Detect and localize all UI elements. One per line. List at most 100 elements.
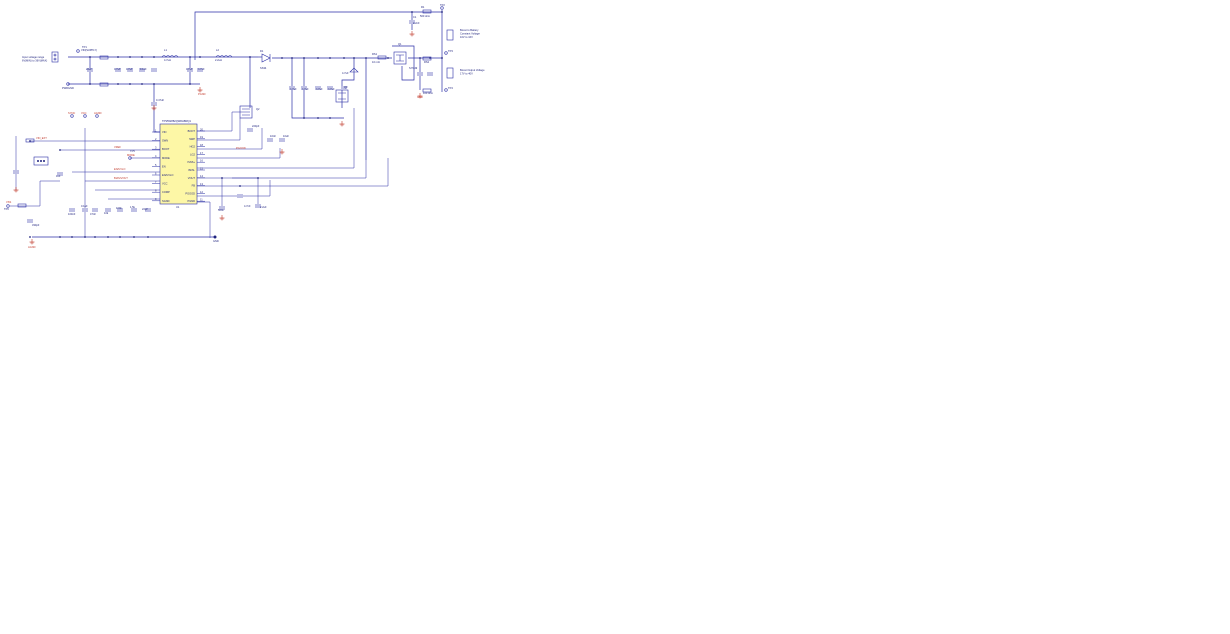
junction-dot: [117, 83, 119, 85]
capacitor: [417, 72, 423, 76]
component-value-label: 10nF: [270, 134, 276, 138]
ic-pin-right-number: 14: [200, 174, 203, 178]
test-point-gnd-right[interactable]: [444, 88, 448, 92]
val-c-out-5: 4.7uF: [342, 71, 349, 75]
ground-icon: [339, 121, 345, 127]
resistor-out-1: [422, 56, 432, 61]
component-value-label: 330pF: [32, 223, 40, 227]
capacitor: [409, 20, 415, 24]
capacitor-array: [13, 20, 433, 223]
chip-right-net-7: [197, 158, 389, 187]
component-value-label: 22pF: [142, 207, 148, 211]
test-point-pwrgnd[interactable]: [66, 82, 70, 86]
capacitor: [82, 208, 88, 212]
chip-right-net-3: [197, 128, 263, 150]
resistor-input-2: [99, 82, 109, 87]
output-connector-out[interactable]: [446, 67, 454, 79]
gnd-text-2: AGND: [28, 245, 36, 249]
component-value-label: 1uF: [56, 174, 61, 178]
ground-icon: [417, 93, 423, 99]
ref-c-top: C1: [413, 15, 417, 19]
output-connector-batt[interactable]: [446, 29, 454, 41]
resistor-top: [422, 9, 432, 14]
capacitor: [301, 86, 307, 90]
ref-rs1: RS1: [372, 52, 378, 56]
ic-pin-left-name: VIN: [162, 130, 166, 134]
junction-dot: [147, 236, 149, 238]
ic-pin-right-name: FB: [192, 184, 196, 188]
capacitor: [187, 68, 193, 72]
val-c-out-3: 4.7uF: [316, 87, 323, 91]
ref-r-top: R1: [421, 5, 425, 9]
ref-l2: L2: [216, 48, 219, 52]
component-value-label: 0.47uF: [156, 98, 164, 102]
tp-1: TP1: [82, 45, 87, 49]
test-point-vout[interactable]: [440, 6, 444, 10]
junction-dot: [441, 11, 443, 13]
test-point-agnd[interactable]: [95, 114, 99, 118]
chip-right-net-9: [197, 201, 211, 238]
controller-ic: TPS552882QWRHBRQ1 U1: [159, 119, 198, 209]
ic-pin-right-name: SWP: [189, 137, 195, 141]
junction-dot: [29, 140, 31, 142]
capacitor: [105, 208, 111, 212]
en-uvlo-label: EN/UVLO: [114, 167, 125, 171]
pgood-trace: [232, 177, 259, 206]
junction-dot: [189, 83, 191, 85]
junction-dot: [94, 236, 96, 238]
input-range-line2: 6V(MIN) to 36V(MAX): [22, 59, 47, 63]
junction-dot: [365, 57, 367, 59]
val-r-in-1: 22uF: [86, 67, 92, 71]
tp-3: TP3: [448, 49, 453, 53]
ic-pin-right-name: PGND: [188, 199, 196, 203]
test-point-en[interactable]: [6, 204, 10, 208]
test-point-mode[interactable]: [128, 156, 132, 160]
ic-pin-right-name: HG2: [190, 145, 196, 149]
capacitor: [92, 208, 98, 212]
junction-dot: [119, 236, 121, 238]
vin-supply-label: VIN(SUPPLY): [81, 48, 97, 52]
test-point-sync[interactable]: [70, 114, 74, 118]
ic-pin-left-name: MODE: [162, 156, 170, 160]
junction-dot: [129, 83, 131, 85]
gnd-text-1: PGND: [198, 92, 206, 96]
capacitor: [427, 72, 433, 76]
tp-5: TP5: [130, 149, 135, 153]
tp-4: TP4: [448, 86, 453, 90]
junction-dot: [221, 177, 223, 179]
junction-dot: [141, 83, 143, 85]
input-range-line1: Input voltage range: [22, 55, 45, 59]
input-connector[interactable]: [51, 51, 59, 63]
feedback-trace-top: [194, 11, 442, 60]
chip-right-net-2: [197, 118, 241, 141]
chip-right-net-8: [197, 180, 271, 197]
junction-dot: [129, 56, 131, 58]
chip-right-net-4: [197, 148, 281, 159]
test-point-gnd-bottom[interactable]: [213, 235, 217, 239]
val-q1: SI7149: [409, 66, 418, 70]
zener-diode: [349, 67, 359, 73]
junction-dot: [353, 57, 355, 59]
capacitor: [87, 68, 93, 72]
junction-dot: [84, 236, 86, 238]
out-line1: Boost Output Voltage: [460, 68, 485, 72]
ic-pin-left-name: SWN: [162, 139, 168, 143]
junction-dot: [199, 56, 201, 58]
chip-right-net-1: [197, 111, 250, 132]
val-c-out-4: 4.7uF: [328, 87, 335, 91]
q-gate-loop: [392, 45, 415, 81]
test-point-vcc[interactable]: [83, 114, 87, 118]
test-point-vin[interactable]: [76, 49, 80, 53]
sync-label: SYNC: [68, 111, 75, 115]
jumper-header[interactable]: [33, 156, 49, 166]
resistor-sense: [377, 55, 387, 60]
capacitor: [131, 208, 137, 212]
test-point-mid[interactable]: [444, 51, 448, 55]
junction-dot: [153, 56, 155, 58]
ic-pin-left-name: BOOT: [162, 147, 170, 151]
junction-dot: [317, 117, 319, 119]
val-r-in-3: 4.7uF: [126, 67, 133, 71]
ic-pin-right-number: 16: [200, 159, 203, 163]
ic-pin-left-number: 7: [155, 180, 157, 184]
